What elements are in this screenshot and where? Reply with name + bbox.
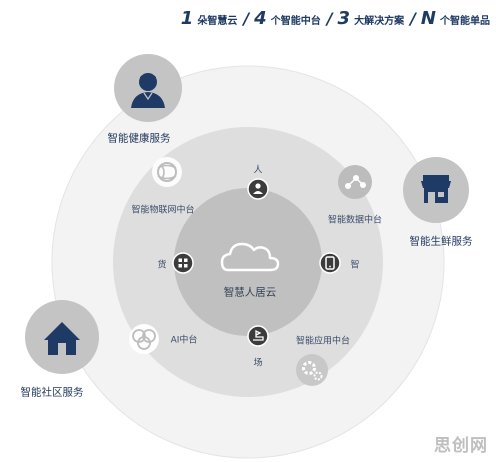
smart-label: 智 <box>350 260 360 271</box>
health-solution-icon <box>114 54 182 122</box>
header-num-1: 1 <box>180 7 194 29</box>
header-item-cloud: 1 朵智慧云 <box>181 8 238 29</box>
center-label: 智慧人居云 <box>223 286 277 299</box>
header-text-3: 大解决方案 <box>354 15 405 27</box>
header-bar: 1 朵智慧云 / 4 个智能中台 / 3 大解决方案 / N 个智能单品 <box>0 6 496 30</box>
header-separator: / <box>410 8 416 28</box>
header-num-4: N <box>420 7 436 29</box>
inner-ring <box>174 188 322 336</box>
header-text-4: 个智能单品 <box>440 15 490 27</box>
smart-node <box>319 252 341 274</box>
network-icon <box>338 165 372 199</box>
globe-icon <box>152 157 182 187</box>
gear-icon <box>296 354 328 386</box>
header-num-2: 4 <box>254 7 267 29</box>
home-solution-icon <box>25 300 99 374</box>
header-item-solution: 3 大解决方案 <box>338 8 405 29</box>
place-node <box>247 325 269 347</box>
data-platform-label: 智能数据中台 <box>327 215 383 226</box>
header-separator: / <box>243 8 250 28</box>
ai-platform-label: AI中台 <box>170 335 198 346</box>
app-platform-label: 智能应用中台 <box>295 336 351 347</box>
person-node <box>247 178 269 200</box>
store-solution-icon <box>403 157 469 223</box>
health-service-label: 智能健康服务 <box>107 132 171 145</box>
header-separator: / <box>326 8 333 28</box>
ai-brain-icon <box>129 324 159 354</box>
iot-platform-label: 智能物联网中台 <box>131 205 195 216</box>
watermark: 思创网 <box>434 436 488 456</box>
header-text-2: 个智能中台 <box>270 15 321 27</box>
place-label: 场 <box>253 358 263 369</box>
header-item-product: N 个智能单品 <box>421 8 490 29</box>
community-service-label: 智能社区服务 <box>20 386 84 399</box>
header-num-3: 3 <box>337 7 351 29</box>
cloud-icon <box>220 242 280 272</box>
goods-node <box>172 252 194 274</box>
goods-label: 货 <box>157 260 167 271</box>
header-text-1: 朵智慧云 <box>197 15 238 27</box>
fresh-service-label: 智能生鲜服务 <box>409 235 473 248</box>
header-item-platform: 4 个智能中台 <box>254 8 321 29</box>
person-label: 人 <box>253 165 263 176</box>
